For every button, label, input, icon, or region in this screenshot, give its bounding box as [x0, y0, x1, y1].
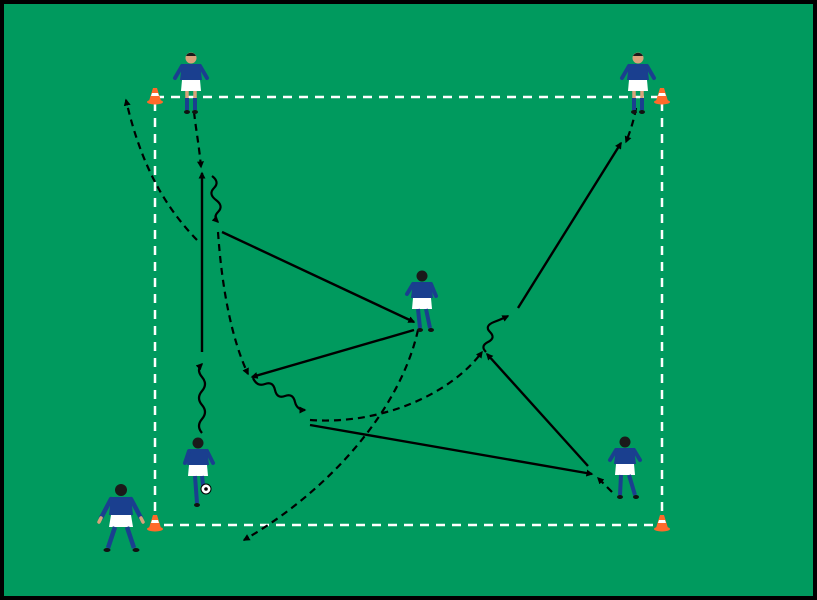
player-corner-top-left: [173, 52, 209, 114]
player-bottom-left-outside: [97, 484, 145, 552]
cone-top-left: [147, 88, 163, 105]
pass-arrow-bottom-right-to-middle: [486, 352, 589, 467]
run-arrow-curve-down: [216, 231, 249, 376]
run-arrow-top-left-down: [192, 111, 204, 169]
dribble-arrows: [195, 175, 510, 434]
dribble-arrow-top-left-down: [210, 175, 222, 223]
run-arrow-center-to-bottom-left: [242, 329, 420, 541]
pass-arrow-center-to-left: [250, 328, 415, 379]
run-arrow-bottom-right-short: [597, 477, 613, 493]
player-center: [405, 270, 438, 332]
cone-bottom-right: [654, 515, 670, 532]
training-area-boundary: [153, 95, 664, 527]
cone-bottom-left: [147, 515, 163, 532]
pass-arrow-to-bottom-right: [309, 423, 594, 477]
player-dribbler-with-ball: [183, 437, 215, 507]
dribble-arrow-bottom-left-up: [195, 363, 207, 434]
soccer-ball: [200, 483, 212, 495]
run-arrow-sweep-right: [309, 350, 483, 422]
pass-arrow-to-top-right: [516, 141, 623, 309]
pitch-surface: [4, 4, 813, 596]
dribble-arrow-middle-up: [482, 315, 510, 353]
pass-arrows: [198, 141, 623, 477]
player-corner-top-right: [620, 52, 656, 114]
dribble-arrow-diagonal: [251, 377, 307, 414]
run-arrow-curve-up-left: [123, 98, 198, 241]
run-arrows: [123, 98, 638, 541]
player-bottom-right: [608, 436, 642, 499]
pass-arrow-to-center: [221, 230, 416, 324]
cone-top-right: [654, 88, 670, 105]
